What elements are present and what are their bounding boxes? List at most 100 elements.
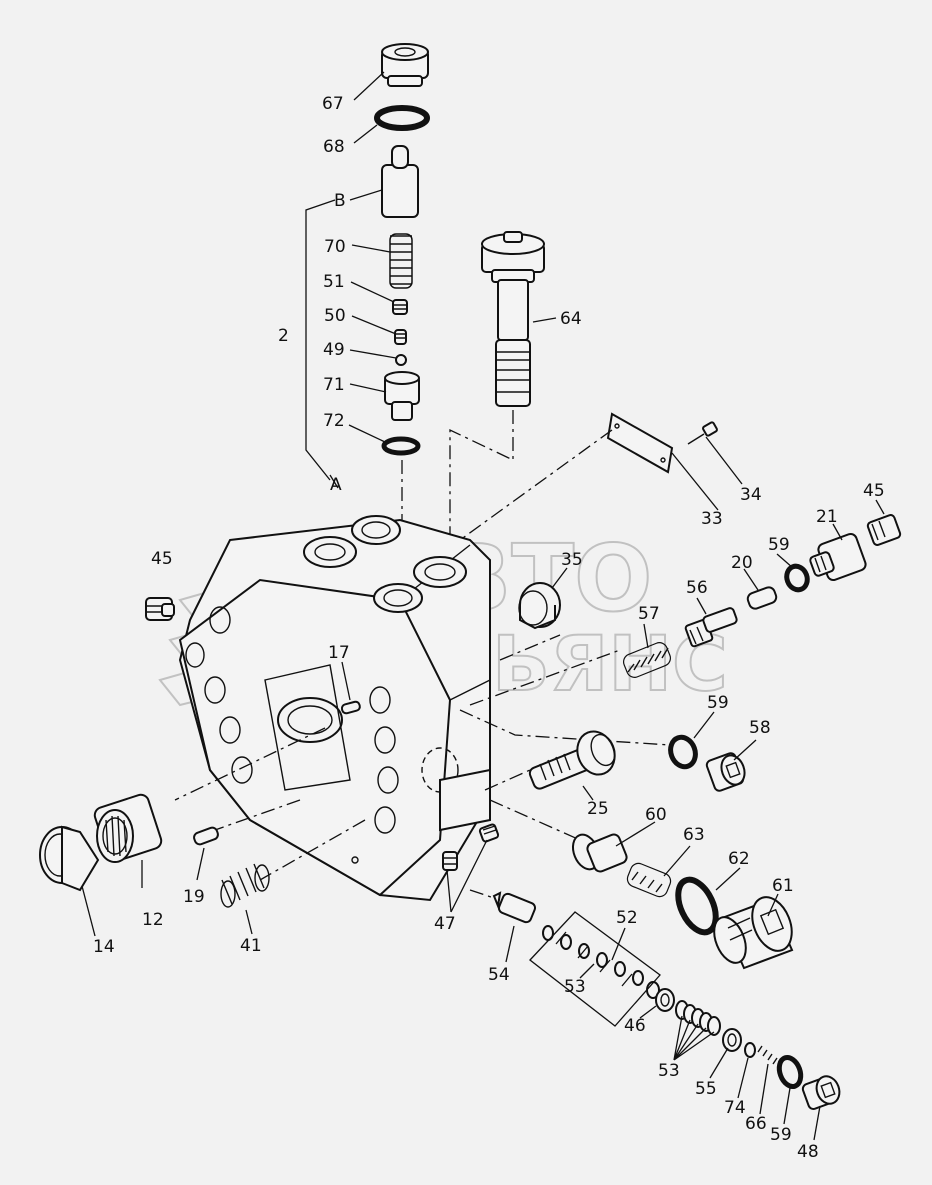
axis-19 xyxy=(214,799,301,831)
spring-41 xyxy=(220,863,270,908)
o-ring-68 xyxy=(374,105,430,131)
plug-45-right xyxy=(866,514,902,546)
callout-A: A xyxy=(330,475,342,495)
leader-lines xyxy=(81,71,885,1141)
callout-74: 74 xyxy=(724,1098,746,1118)
callout-54: 54 xyxy=(488,965,510,985)
ball-49 xyxy=(395,354,407,366)
callout-59-lower: 59 xyxy=(770,1125,792,1145)
spring-50 xyxy=(394,329,407,345)
callout-labels: 67 68 B 70 51 50 2 49 71 72 A 64 34 33 4… xyxy=(93,94,885,1162)
o-ring-59-upper xyxy=(784,563,810,593)
o-ring-72 xyxy=(381,436,421,456)
callout-60: 60 xyxy=(645,805,667,825)
shims-53-stack xyxy=(675,1000,721,1036)
piston-B xyxy=(381,145,419,218)
spring-63 xyxy=(626,862,672,898)
plug-67 xyxy=(381,43,429,87)
valve-56 xyxy=(684,607,738,648)
seat-51 xyxy=(392,299,408,315)
spool-54 xyxy=(492,891,536,924)
axis-12 xyxy=(174,727,326,801)
callout-17: 17 xyxy=(328,643,350,663)
callout-47: 47 xyxy=(434,914,456,934)
callout-71: 71 xyxy=(323,375,345,395)
spring-70 xyxy=(389,233,413,289)
fitting-60 xyxy=(571,833,628,873)
callout-2: 2 xyxy=(278,326,289,346)
plug-47-b xyxy=(442,851,458,871)
callout-61: 61 xyxy=(772,876,794,896)
callout-49: 49 xyxy=(323,340,345,360)
callout-45-left: 45 xyxy=(151,549,173,569)
sleeve-71 xyxy=(384,371,420,421)
callout-33: 33 xyxy=(701,509,723,529)
callout-53-box: 53 xyxy=(564,977,586,997)
callout-62: 62 xyxy=(728,849,750,869)
plug-58 xyxy=(705,752,746,792)
axis-59b xyxy=(459,709,671,746)
plate-33 xyxy=(606,412,674,474)
plug-61 xyxy=(713,896,794,970)
o-ring-62 xyxy=(675,876,719,936)
callout-35: 35 xyxy=(561,550,583,570)
shims-53-box xyxy=(529,911,661,1027)
callout-B: B xyxy=(334,191,346,211)
callout-41: 41 xyxy=(240,936,262,956)
callout-68: 68 xyxy=(323,137,345,157)
axis-54 xyxy=(469,889,501,901)
seat-55 xyxy=(722,1028,742,1052)
washer-74 xyxy=(744,1042,756,1058)
callout-50: 50 xyxy=(324,306,346,326)
fitting-21 xyxy=(809,532,867,582)
callout-59-upper: 59 xyxy=(768,535,790,555)
plug-45-left xyxy=(145,597,175,621)
callout-59-middle: 59 xyxy=(707,693,729,713)
spool-64 xyxy=(481,231,545,407)
pin-19 xyxy=(193,826,219,846)
callout-14: 14 xyxy=(93,937,115,957)
plug-35 xyxy=(518,582,561,630)
axis-33 xyxy=(459,429,613,541)
axis-41 xyxy=(259,819,366,881)
screw-25 xyxy=(528,730,616,790)
bracket-2 xyxy=(305,199,336,481)
plug-47-a xyxy=(478,823,500,843)
spring-57 xyxy=(622,642,672,678)
plug-48 xyxy=(801,1075,841,1110)
callout-66: 66 xyxy=(745,1114,767,1134)
callout-12: 12 xyxy=(142,910,164,930)
callout-55: 55 xyxy=(695,1079,717,1099)
callout-64: 64 xyxy=(560,309,582,329)
collar-46 xyxy=(655,988,675,1012)
axis-60 xyxy=(489,799,581,841)
callout-48: 48 xyxy=(797,1142,819,1162)
callout-53-stack: 53 xyxy=(658,1061,680,1081)
callout-25: 25 xyxy=(587,799,609,819)
callout-19: 19 xyxy=(183,887,205,907)
valve-body xyxy=(178,515,491,902)
callout-57: 57 xyxy=(638,604,660,624)
spring-66 xyxy=(757,1045,778,1065)
callout-63: 63 xyxy=(683,825,705,845)
callout-34: 34 xyxy=(740,485,762,505)
o-ring-59-lower xyxy=(776,1054,804,1090)
callout-52: 52 xyxy=(616,908,638,928)
callout-46: 46 xyxy=(624,1016,646,1036)
axis-25 xyxy=(484,769,531,791)
callout-21: 21 xyxy=(816,507,838,527)
o-ring-59-middle xyxy=(668,734,698,770)
bearing-12 xyxy=(93,793,163,863)
pin-20 xyxy=(746,586,778,610)
axis-64 xyxy=(449,410,514,560)
callout-56: 56 xyxy=(686,578,708,598)
callout-70: 70 xyxy=(324,237,346,257)
callout-67: 67 xyxy=(322,94,344,114)
callout-45-right: 45 xyxy=(863,481,885,501)
callout-58: 58 xyxy=(749,718,771,738)
pin-17 xyxy=(340,700,361,715)
callout-20: 20 xyxy=(731,553,753,573)
callout-51: 51 xyxy=(323,272,345,292)
axis-35 xyxy=(499,634,561,661)
